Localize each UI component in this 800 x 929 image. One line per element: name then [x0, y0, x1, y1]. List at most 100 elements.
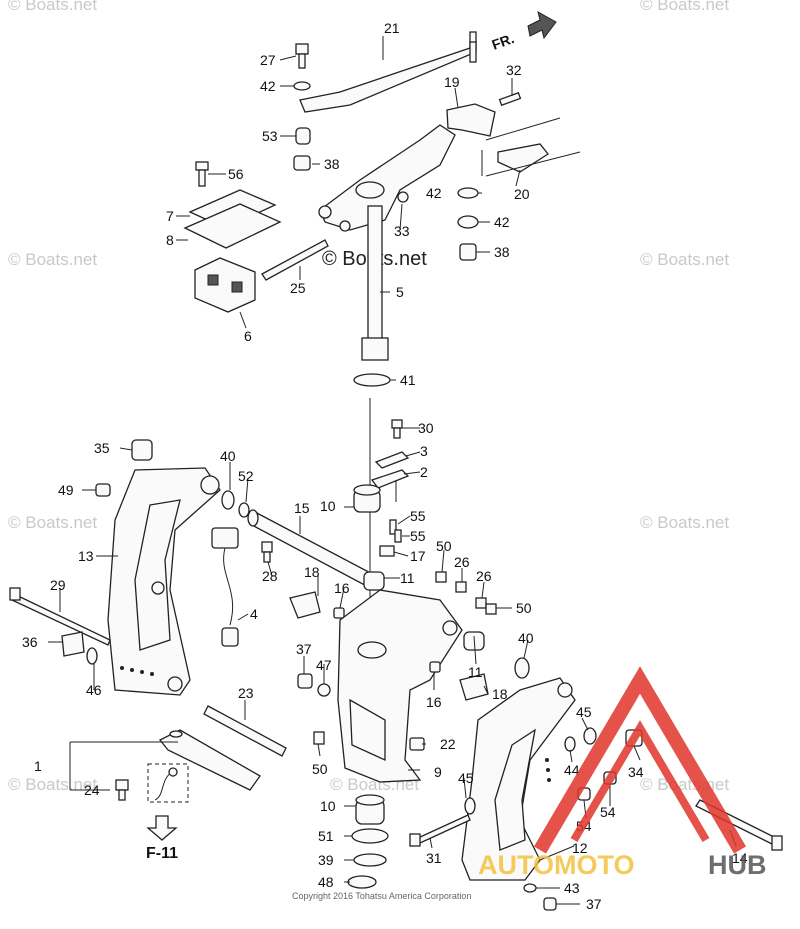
screw-30	[391, 419, 403, 439]
callout-14: 14	[732, 850, 748, 866]
callout-53: 53	[262, 128, 278, 144]
callout-26: 26	[476, 568, 492, 584]
cap-16	[333, 607, 345, 619]
bushing-10	[355, 794, 385, 825]
callout-20: 20	[514, 186, 530, 202]
callout-27: 27	[260, 52, 276, 68]
steering-shaft-5	[361, 205, 389, 361]
callout-41: 41	[400, 372, 416, 388]
callout-42: 42	[426, 185, 442, 201]
grease-fitting-49	[95, 483, 111, 497]
callout-5: 5	[396, 284, 404, 300]
bolt-27	[295, 43, 309, 69]
callout-36: 36	[22, 634, 38, 650]
callout-44: 44	[564, 762, 580, 778]
callout-1: 1	[34, 758, 42, 774]
forward-label: FR.	[490, 30, 517, 53]
callout-40: 40	[220, 448, 236, 464]
watermark-text: © Boats.net	[8, 0, 97, 14]
callout-54: 54	[600, 804, 616, 820]
watermark-text: © Boats.net	[640, 513, 729, 532]
callout-52: 52	[238, 468, 254, 484]
washer-47	[317, 683, 331, 697]
grease-fitting-33	[397, 191, 409, 203]
callout-50: 50	[436, 538, 452, 554]
bushing-11	[363, 571, 385, 591]
callout-50: 50	[312, 761, 328, 777]
watermark-text: © Boats.net	[640, 0, 729, 14]
pin-55	[394, 529, 402, 543]
callout-17: 17	[410, 548, 426, 564]
callout-8: 8	[166, 232, 174, 248]
callout-48: 48	[318, 874, 334, 890]
washer-41	[353, 373, 391, 387]
callout-42: 42	[260, 78, 276, 94]
circlip-48	[347, 875, 377, 889]
bracket-guide-lines	[481, 117, 581, 177]
callout-11: 11	[468, 664, 483, 680]
callout-24: 24	[84, 782, 100, 798]
callout-29: 29	[50, 577, 66, 593]
gasket-8	[183, 203, 282, 249]
bolt-32	[498, 91, 522, 107]
plate-1	[158, 729, 261, 791]
callout-32: 32	[506, 62, 522, 78]
callout-10: 10	[320, 498, 336, 514]
callout-3: 3	[420, 443, 428, 459]
callout-12: 12	[572, 840, 588, 856]
washer-46	[86, 647, 98, 665]
washer-42	[457, 215, 479, 229]
callout-47: 47	[316, 657, 332, 673]
washer-42	[457, 187, 479, 199]
callout-55: 55	[410, 528, 426, 544]
steering-arm-21	[299, 31, 477, 113]
callout-22: 22	[440, 736, 456, 752]
callout-38: 38	[494, 244, 510, 260]
nut-38	[293, 155, 311, 171]
copyright-text: Copyright 2016 Tohatsu America Corporati…	[292, 891, 471, 901]
callout-35: 35	[94, 440, 110, 456]
leader-lines	[48, 36, 737, 905]
forward-direction-arrow	[527, 11, 557, 40]
watermark-text: © Boats.net	[8, 513, 97, 532]
callout-39: 39	[318, 852, 334, 868]
washer-40	[514, 657, 530, 679]
callout-21: 21	[384, 20, 400, 36]
arm-2	[370, 469, 410, 489]
logo-text-hub: HUB	[708, 850, 767, 880]
callout-15: 15	[294, 500, 310, 516]
nut-37	[297, 673, 313, 689]
callout-43: 43	[564, 880, 580, 896]
callout-25: 25	[290, 280, 306, 296]
callout-56: 56	[228, 166, 244, 182]
cap-16	[429, 661, 441, 673]
bushing-10	[353, 484, 381, 513]
washer-40	[221, 490, 235, 510]
callout-2: 2	[420, 464, 428, 480]
boats-net-watermarks: © Boats.net © Boats.net © Boats.net © Bo…	[8, 0, 729, 794]
ground-wire	[147, 763, 189, 803]
reference-arrow	[146, 815, 178, 841]
fitting-50	[435, 571, 447, 583]
watermark-text: © Boats.net	[640, 250, 729, 269]
callout-6: 6	[244, 328, 252, 344]
nut-35	[131, 439, 153, 461]
steering-bracket-upper	[318, 124, 456, 232]
callout-labels: 21 27 42 19 32 53 38 56 20 42 42 38 33 7…	[22, 20, 748, 912]
plug-17	[379, 545, 395, 557]
plate-3	[374, 451, 410, 469]
watermark-text: © Boats.net	[8, 250, 97, 269]
bolt-56	[195, 161, 209, 187]
tilt-rod-23	[203, 705, 287, 757]
clamp-bracket-13	[107, 467, 221, 696]
callout-30: 30	[418, 420, 434, 436]
fitting-26	[475, 597, 487, 609]
callout-16: 16	[334, 580, 350, 596]
callout-51: 51	[318, 828, 334, 844]
callout-18: 18	[492, 686, 508, 702]
collar-53	[295, 127, 311, 145]
stud-25	[261, 239, 329, 281]
spacer-36	[61, 631, 85, 657]
callout-38: 38	[324, 156, 340, 172]
reference-f11: F-11	[146, 845, 178, 862]
